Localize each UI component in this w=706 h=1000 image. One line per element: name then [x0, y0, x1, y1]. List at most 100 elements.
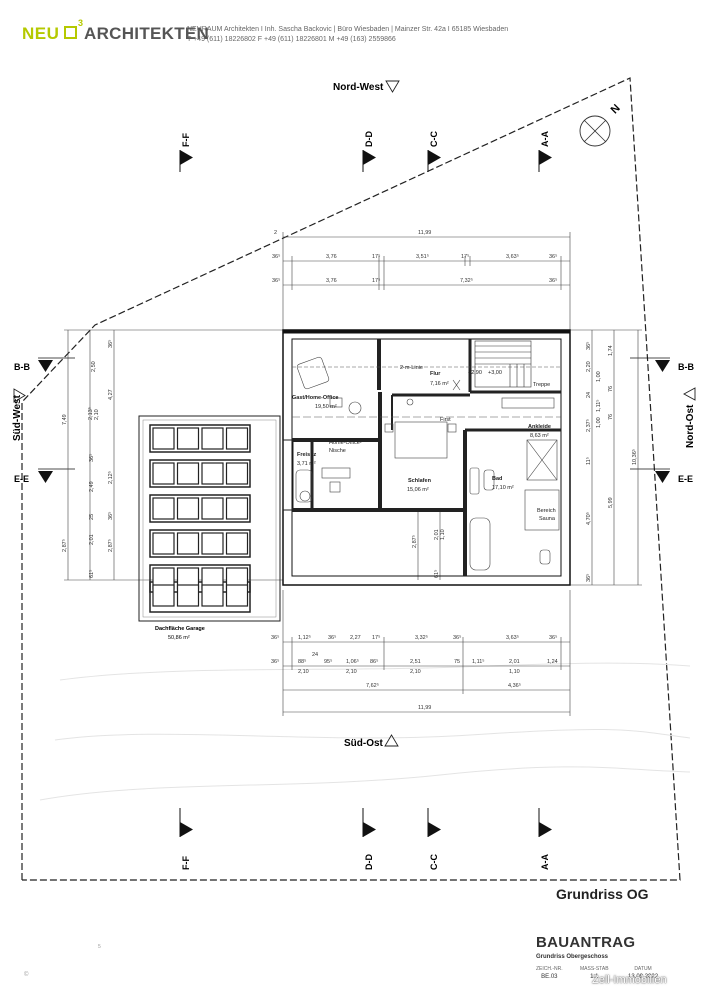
solar-cell [225, 532, 249, 555]
svg-text:1,24: 1,24 [547, 659, 558, 665]
svg-text:2,50: 2,50 [91, 361, 97, 372]
solar-cell [176, 497, 200, 520]
dimension-text-top: 2 11,99 36⁵ 3,76 17⁵ 3,51⁵ 17⁵ 3,63⁵ 36⁵… [272, 230, 557, 284]
room-name-gast: Gast/Home-Office [292, 395, 338, 401]
logo-architekten: ARCHITEKTEN [84, 24, 210, 43]
svg-text:1,12⁵: 1,12⁵ [298, 634, 311, 641]
level-label: +2,90 [468, 370, 482, 376]
svg-text:17⁵: 17⁵ [461, 253, 469, 260]
header: NEU 3 ARCHITEKTEN NEURAUM Architekten I … [22, 18, 702, 58]
svg-text:D-D: D-D [364, 854, 374, 870]
svg-text:2: 2 [274, 230, 277, 236]
room-name-schlafen: Schlafen [408, 478, 432, 484]
height-line-label: 2-m-Linie [400, 365, 423, 371]
svg-text:25: 25 [89, 514, 95, 520]
svg-text:7,32⁵: 7,32⁵ [460, 277, 473, 284]
svg-text:17⁵: 17⁵ [372, 634, 380, 641]
solar-cell [176, 584, 200, 607]
svg-text:36⁵: 36⁵ [107, 512, 114, 520]
svg-text:36⁵: 36⁵ [272, 253, 280, 260]
svg-text:2,12⁵: 2,12⁵ [107, 471, 114, 484]
svg-text:Sauna: Sauna [539, 516, 556, 522]
direction-label-nord-west: Nord-West [333, 82, 384, 93]
svg-text:1,00: 1,00 [596, 371, 602, 382]
solar-panel-cells [152, 427, 249, 607]
titleblock-heading: BAUANTRAG [536, 934, 636, 951]
svg-text:B-B: B-B [678, 362, 694, 372]
room-area-ankleide: 8,63 m² [530, 433, 549, 439]
svg-text:2,37⁵: 2,37⁵ [585, 419, 592, 432]
svg-text:2,51: 2,51 [410, 659, 421, 665]
svg-text:Nische: Nische [329, 448, 346, 454]
dimension-text-left: 2,50 36⁵ 4,27 2,13⁵ 2,10 7,49 36⁵ 2,12⁵ … [61, 340, 114, 578]
svg-text:11,99: 11,99 [418, 705, 431, 711]
svg-text:1,10: 1,10 [509, 669, 520, 675]
solar-cell [176, 427, 200, 450]
north-arrow-icon: N [579, 102, 623, 147]
dimension-chains-bottom [282, 590, 571, 716]
dimension-text-right: 1,74 36⁵ 2,20 1,00 76 24 1,11⁵ 2,37⁵ 1,0… [585, 342, 638, 582]
svg-text:1,11⁵: 1,11⁵ [472, 658, 485, 665]
svg-text:2,01: 2,01 [89, 534, 95, 545]
svg-text:36⁵: 36⁵ [453, 634, 461, 641]
svg-text:1,74: 1,74 [608, 345, 614, 356]
solar-cell [225, 584, 249, 607]
ridge-label: First [440, 417, 451, 423]
direction-label-sued-ost: Süd-Ost [344, 738, 384, 749]
dimension-chains-right [570, 329, 642, 586]
svg-text:4,36⁵: 4,36⁵ [508, 682, 521, 689]
room-area-freisitz: 3,71 m² [297, 461, 316, 467]
svg-text:36⁵: 36⁵ [271, 634, 279, 641]
svg-text:36⁵: 36⁵ [88, 454, 95, 462]
svg-text:36⁵: 36⁵ [328, 634, 336, 641]
solar-cell [176, 462, 200, 485]
terrain-line [39, 766, 691, 801]
titleblock-datum: DATUM 13.09.2022 [628, 966, 659, 980]
svg-text:D-D: D-D [364, 131, 374, 147]
titleblock-zeich: ZEICH.-NR. BE.03 [536, 966, 563, 980]
direction-triangle [683, 387, 696, 401]
svg-text:61⁵: 61⁵ [88, 570, 95, 578]
solar-cell [225, 497, 249, 520]
svg-text:3,63⁵: 3,63⁵ [506, 253, 519, 260]
solar-cell [176, 532, 200, 555]
room-area-bad: 17,10 m² [492, 485, 514, 491]
svg-text:61⁵: 61⁵ [433, 570, 440, 578]
room-area-flur: 7,16 m² [430, 381, 449, 387]
svg-text:11,99: 11,99 [418, 230, 431, 236]
svg-text:2,87⁵: 2,87⁵ [61, 539, 68, 552]
north-label: N [609, 102, 623, 116]
section-markers-side: B-B E-E B-B E-E [14, 357, 694, 484]
direction-label-sued-west: Süd-West [12, 394, 23, 441]
titleblock-subtitle: Grundriss Obergeschoss [536, 954, 609, 960]
svg-text:3,51⁵: 3,51⁵ [416, 253, 429, 260]
building-walls [282, 329, 571, 586]
room-name-ankleide: Ankleide [528, 424, 551, 430]
svg-text:2,20: 2,20 [586, 361, 592, 372]
svg-text:A-A: A-A [540, 131, 550, 147]
terrain-line [54, 728, 691, 741]
svg-text:F-F: F-F [181, 856, 191, 870]
stair-label: Treppe [533, 382, 550, 388]
logo-superscript: 3 [78, 18, 84, 28]
direction-triangle [384, 734, 399, 747]
solar-cell [225, 427, 249, 450]
svg-text:3,63⁵: 3,63⁵ [506, 634, 519, 641]
room-area-schlafen: 15,06 m² [407, 487, 429, 493]
svg-text:5,99: 5,99 [608, 497, 614, 508]
solar-cell [201, 497, 224, 520]
svg-text:A-A: A-A [540, 854, 550, 870]
room-name-sauna: Bereich [537, 508, 556, 514]
svg-text:2,87⁵: 2,87⁵ [411, 535, 418, 548]
svg-text:1,00: 1,00 [596, 417, 602, 428]
solar-cell [152, 497, 175, 520]
svg-text:4,27: 4,27 [108, 389, 114, 400]
svg-text:2,10: 2,10 [346, 669, 357, 675]
page-mark: 5 [98, 944, 101, 950]
svg-text:E-E: E-E [14, 474, 29, 484]
furniture [295, 356, 560, 571]
room-name-bad: Bad [492, 476, 502, 482]
copyright-mark: © [24, 972, 29, 978]
garage-roof [138, 415, 281, 622]
